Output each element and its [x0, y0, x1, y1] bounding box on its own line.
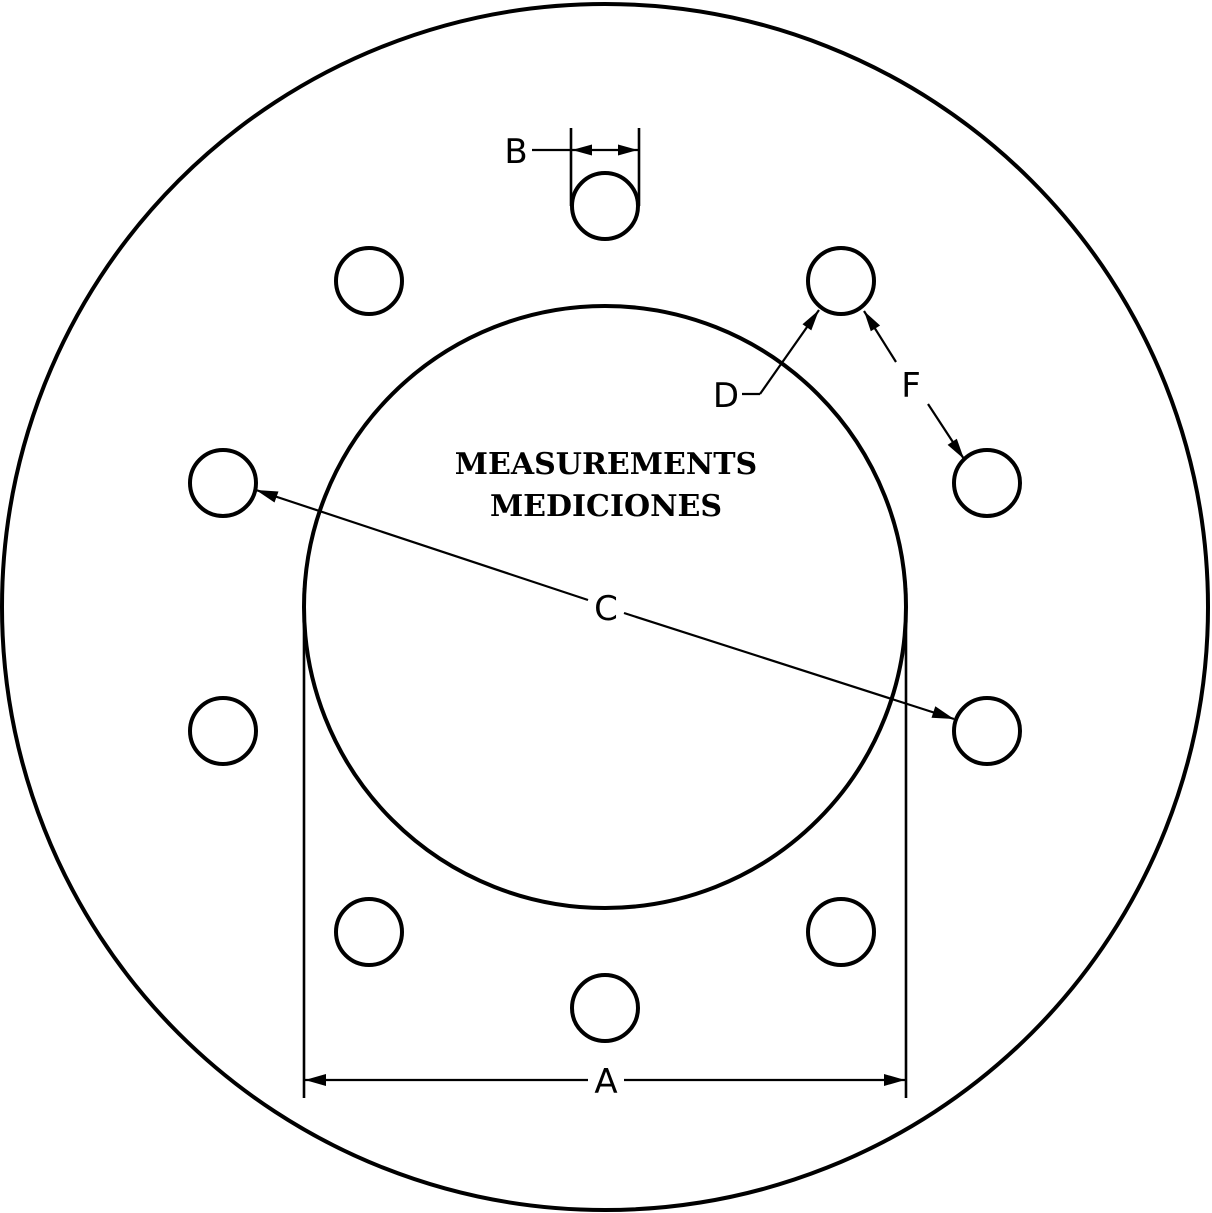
dimension-a: A	[302, 588, 908, 1102]
title-line-english: MEASUREMENTS	[455, 447, 757, 482]
dimension-d-label: D	[713, 376, 739, 416]
bolt-hole-bottom	[570, 973, 640, 1043]
dimension-c: C	[255, 488, 955, 721]
bolt-hole-upper-right	[806, 246, 876, 316]
dimension-a-label: A	[594, 1062, 617, 1102]
dimension-f: F	[863, 310, 965, 460]
dimension-c-line-lower	[623, 611, 955, 721]
bolt-hole-right-upper	[952, 448, 1022, 518]
bolt-hole-left-lower	[188, 696, 258, 766]
bolt-hole-right-lower	[952, 696, 1022, 766]
dimension-b-arrow-left	[572, 144, 592, 156]
bolt-holes	[188, 171, 1022, 1043]
dimension-f-label: F	[901, 366, 921, 406]
dimension-f-arrow-lower	[947, 438, 964, 459]
bolt-hole-upper-left	[334, 246, 404, 316]
title-line-spanish: MEDICIONES	[490, 489, 722, 524]
dimension-b-arrow-right	[618, 144, 638, 156]
dimension-c-label: C	[594, 589, 618, 629]
dimension-b-label: B	[504, 132, 527, 172]
dimension-c-arrow-right	[931, 706, 954, 719]
bolt-hole-top	[570, 171, 640, 241]
dimension-c-line-upper	[255, 488, 589, 602]
dimension-f-arrow-upper	[864, 311, 881, 332]
bolt-hole-lower-left	[334, 897, 404, 967]
dimension-a-arrow-left	[305, 1074, 326, 1086]
dimension-c-arrow-left	[256, 490, 279, 503]
dimension-a-arrow-right	[884, 1074, 905, 1086]
dimension-b: B	[504, 128, 641, 206]
bolt-hole-lower-right	[806, 897, 876, 967]
diagram-title: MEASUREMENTS MEDICIONES	[455, 447, 757, 524]
dimension-d-arrow	[802, 310, 819, 331]
bolt-hole-left-upper	[188, 448, 258, 518]
dimension-d: D	[713, 309, 820, 416]
